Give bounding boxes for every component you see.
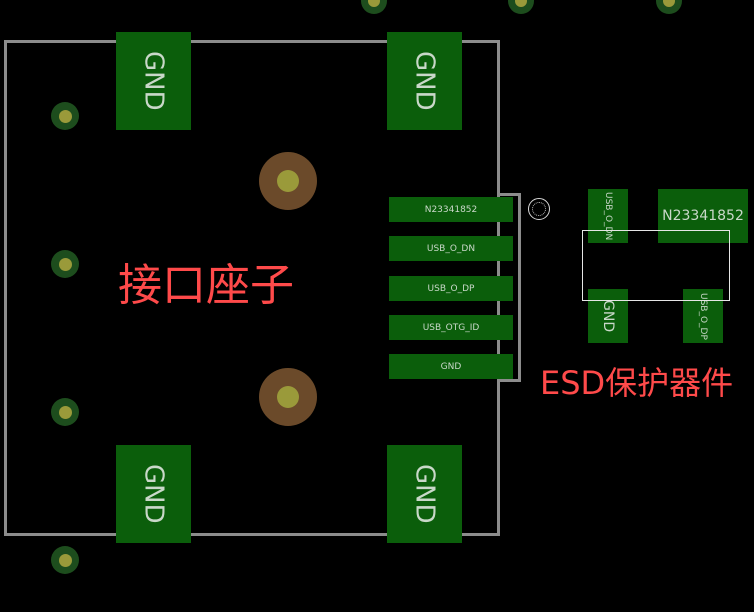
- esd-pad-top-right: N23341852: [658, 189, 748, 243]
- signal-pad-4: USB_OTG_ID: [389, 315, 513, 340]
- mounting-hole-top: [259, 152, 317, 210]
- signal-pad-2: USB_O_DN: [389, 236, 513, 261]
- mounting-hole-bottom: [259, 368, 317, 426]
- via-small-esd: [528, 198, 550, 220]
- signal-pad-5: GND: [389, 354, 513, 379]
- esd-label: ESD保护器件: [540, 364, 734, 402]
- connector-label: 接口座子: [118, 260, 294, 311]
- gnd-pad-bottom-left: GND: [116, 445, 191, 543]
- via-left-2: [51, 250, 79, 278]
- esd-pad-bottom-right: USB_O_DP: [683, 289, 723, 343]
- gnd-pad-bottom-right: GND: [387, 445, 462, 543]
- connector-tab-outline: [497, 193, 521, 382]
- via-top-1: [361, 0, 387, 14]
- via-left-4: [51, 546, 79, 574]
- gnd-pad-top-left: GND: [116, 32, 191, 130]
- esd-pad-bottom-left: GND: [588, 289, 628, 343]
- gnd-pad-top-right: GND: [387, 32, 462, 130]
- signal-pad-3: USB_O_DP: [389, 276, 513, 301]
- via-top-2: [508, 0, 534, 14]
- signal-pad-1: N23341852: [389, 197, 513, 222]
- via-left-3: [51, 398, 79, 426]
- via-top-3: [656, 0, 682, 14]
- esd-outline: [582, 230, 730, 301]
- esd-pad-top-left: USB_O_DN: [588, 189, 628, 243]
- via-left-1: [51, 102, 79, 130]
